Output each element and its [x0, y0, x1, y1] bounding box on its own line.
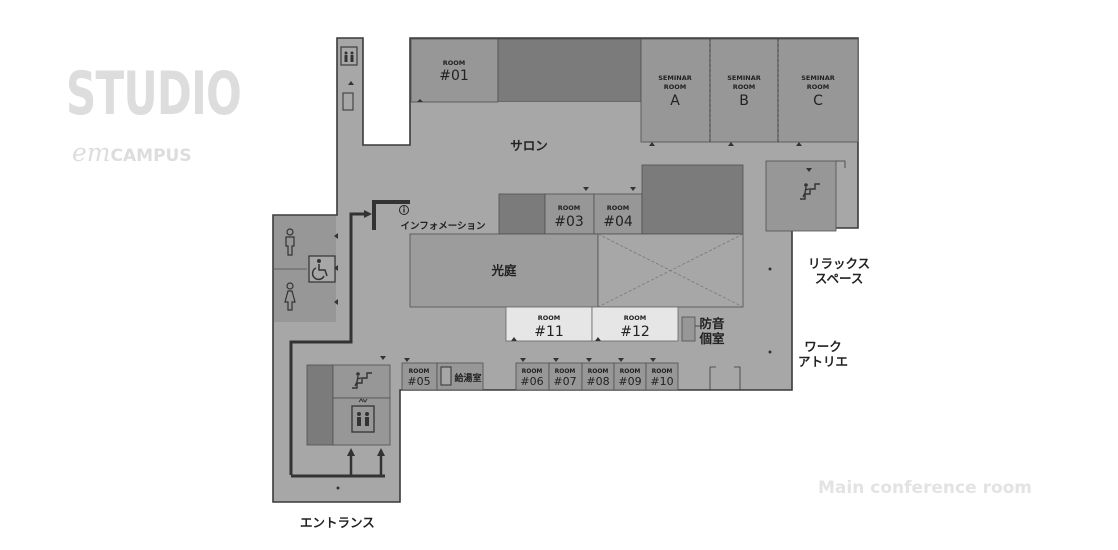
kitchenette[interactable]: 給湯室: [436, 362, 484, 391]
relax-label-1: リラックス: [808, 256, 871, 271]
seminar-b-label-2: ROOM: [733, 83, 756, 91]
room-05[interactable]: ROOM #05: [401, 362, 438, 391]
salon-label: サロン: [510, 138, 548, 153]
room-07-number: #07: [553, 375, 576, 388]
elevator-icon: [351, 398, 375, 433]
entrance-label: エントランス: [300, 515, 375, 530]
room-12[interactable]: ROOM #12: [591, 306, 679, 342]
core-dark-strip: [306, 364, 334, 446]
logo-sub: emCAMPUS: [72, 138, 192, 167]
door-right-stairs: [836, 160, 846, 168]
info-desk[interactable]: [372, 200, 410, 230]
map-caption: Main conference room: [818, 478, 1033, 498]
soundproof-booth[interactable]: [681, 316, 696, 342]
stairs-icon: [352, 372, 372, 389]
room-11[interactable]: ROOM #11: [505, 306, 593, 342]
courtyard-label: 光庭: [490, 263, 517, 278]
seminar-room-c[interactable]: SEMINAR ROOM C: [777, 38, 859, 143]
room-12-number: #12: [620, 324, 650, 340]
room-09[interactable]: ROOM #09: [613, 362, 647, 391]
entrance-route: [289, 210, 372, 475]
seminar-c-label-1: SEMINAR: [801, 74, 834, 82]
storage-top-right: [498, 102, 641, 142]
elevator-icon: [340, 46, 358, 66]
seminar-a-letter: A: [670, 93, 680, 109]
vending-icon: [440, 366, 452, 386]
info-label: インフォメーション: [400, 221, 485, 232]
room-10-label: ROOM: [652, 368, 673, 375]
female-toilet-icon: [284, 282, 296, 311]
logo-em: em: [72, 138, 111, 167]
work-label-2: アトリエ: [798, 354, 849, 369]
room-05-label: ROOM: [409, 368, 430, 375]
relax-label-2: スペース: [814, 271, 864, 286]
room-08[interactable]: ROOM #08: [581, 362, 615, 391]
room-06[interactable]: ROOM #06: [515, 362, 550, 391]
soundproof-label-2: 個室: [698, 331, 725, 346]
seminar-b-label-1: SEMINAR: [727, 74, 760, 82]
seminar-b-letter: B: [739, 93, 749, 109]
accessible-toilet-icon: [308, 255, 336, 283]
door-markers: [334, 81, 812, 362]
elevator-room: [332, 397, 391, 446]
stairs-room-right: [765, 160, 837, 232]
room-01[interactable]: ROOM #01: [410, 38, 499, 103]
seminar-a-label-1: SEMINAR: [658, 74, 691, 82]
room-12-label: ROOM: [624, 314, 647, 322]
room-10-number: #10: [650, 375, 673, 388]
room-08-label: ROOM: [588, 368, 609, 375]
room-09-number: #09: [618, 375, 641, 388]
room-10[interactable]: ROOM #10: [645, 362, 679, 391]
work-dot: [768, 350, 772, 354]
studio-logo: STUDIO emCAMPUS: [66, 59, 256, 167]
room-01-label: ROOM: [443, 59, 466, 67]
room-07[interactable]: ROOM #07: [548, 362, 583, 391]
storage-middle: [498, 193, 546, 235]
logo-main: STUDIO: [66, 59, 242, 129]
room-11-label: ROOM: [538, 314, 561, 322]
soundproof-label-1: 防音: [699, 316, 725, 331]
seminar-c-label-2: ROOM: [807, 83, 830, 91]
room-11-number: #11: [534, 324, 564, 340]
storage-middle-right: [641, 164, 744, 235]
void-cross-2: [597, 233, 744, 308]
work-atelier-label: ワーク アトリエ: [798, 339, 848, 369]
seminar-room-b[interactable]: SEMINAR ROOM B: [709, 38, 779, 143]
work-atelier-door: [709, 366, 741, 390]
room-08-number: #08: [586, 375, 609, 388]
relax-space-label: リラックス スペース: [808, 256, 870, 286]
room-06-label: ROOM: [522, 368, 543, 375]
seminar-c-letter: C: [813, 93, 823, 109]
seminar-room-a[interactable]: SEMINAR ROOM A: [640, 38, 711, 143]
info-icon: [399, 205, 409, 215]
stairs-icon: [800, 183, 820, 200]
room-03-number: #03: [554, 214, 584, 230]
courtyard: [409, 233, 599, 308]
room-04[interactable]: ROOM #04: [593, 193, 643, 235]
room-09-label: ROOM: [620, 368, 641, 375]
room-04-label: ROOM: [607, 204, 630, 212]
logo-campus: CAMPUS: [110, 146, 192, 166]
room-03[interactable]: ROOM #03: [544, 193, 595, 235]
vending-icon: [342, 92, 354, 111]
room-03-label: ROOM: [558, 204, 581, 212]
work-label-1: ワーク: [804, 339, 842, 354]
room-05-number: #05: [407, 375, 430, 388]
seminar-a-label-2: ROOM: [664, 83, 687, 91]
kitchen-label: 給湯室: [454, 372, 481, 384]
relax-dot: [768, 267, 772, 271]
room-04-number: #04: [603, 214, 633, 230]
storage-top: [497, 38, 642, 103]
room-07-label: ROOM: [555, 368, 576, 375]
room-01-number: #01: [439, 68, 469, 84]
entrance-dot: [336, 486, 340, 490]
male-toilet-icon: [285, 228, 295, 256]
room-06-number: #06: [520, 375, 543, 388]
